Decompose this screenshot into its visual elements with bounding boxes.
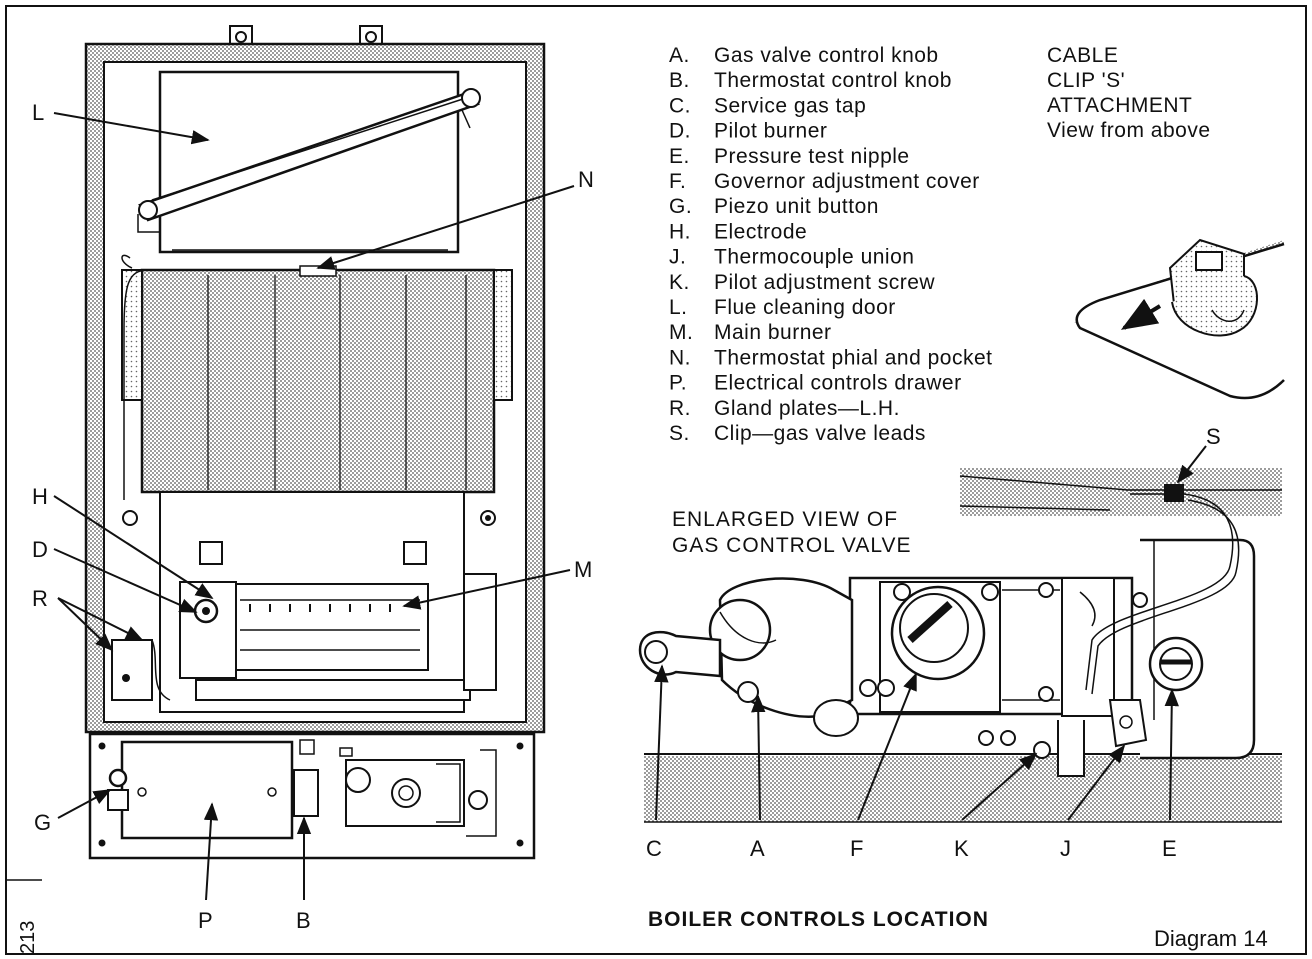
cable-clip-illustration (1046, 214, 1285, 412)
legend-key: C. (669, 94, 691, 117)
diagram-number: Diagram 14 (1154, 926, 1268, 951)
pressure-test-nipple (1148, 636, 1204, 692)
legend-item-text: Thermostat control knob (714, 69, 952, 92)
legend-item-text: Main burner (714, 321, 832, 344)
thermostat-knob (293, 739, 319, 817)
piezo-unit (107, 768, 129, 811)
legend-item-text: Pilot burner (714, 120, 827, 143)
legend-key: G. (669, 195, 692, 218)
legend-key: M. (669, 321, 693, 344)
label-d: D (32, 537, 48, 562)
boiler-illustration (53, 25, 575, 901)
legend-item-text: Electrode (714, 220, 807, 243)
clip-s (1164, 484, 1184, 502)
label-r: R (32, 586, 48, 611)
legend-key: L. (669, 296, 688, 319)
mounting-lug-left (229, 25, 253, 45)
label-f: F (850, 836, 863, 861)
label-m: M (574, 557, 592, 582)
legend-key: S. (669, 422, 690, 445)
legend-key: K. (669, 271, 690, 294)
electrical-controls-drawer (120, 740, 294, 840)
clip-s-icon (1168, 238, 1258, 337)
legend-key: N. (669, 346, 691, 369)
label-l: L (32, 100, 44, 125)
legend-key: R. (669, 397, 691, 420)
legend-item-text: Service gas tap (714, 94, 866, 117)
label-h: H (32, 484, 48, 509)
legend-key: F. (669, 170, 686, 193)
cable-clip-title-1: CABLE (1047, 44, 1118, 67)
legend-item-text: Gas valve control knob (714, 44, 939, 67)
governor-cover (890, 585, 986, 681)
flue-cleaning-door (137, 88, 481, 233)
legend-key: B. (669, 69, 690, 92)
legend-item-text: Piezo unit button (714, 195, 879, 218)
outer-frame (5, 5, 1307, 955)
cable-clip-caption: View from above (1047, 119, 1211, 142)
cable-clip-title-3: ATTACHMENT (1047, 94, 1192, 117)
label-e: E (1162, 836, 1177, 861)
label-j: J (1060, 836, 1071, 861)
label-c: C (646, 836, 662, 861)
legend-item-text: Pressure test nipple (714, 145, 910, 168)
mounting-lug-right (359, 25, 383, 45)
label-p: P (198, 908, 213, 933)
legend-item-text: Flue cleaning door (714, 296, 896, 319)
side-number: 213 (17, 921, 39, 954)
diagram-title: BOILER CONTROLS LOCATION (648, 908, 989, 931)
enlarged-view-title-1: ENLARGED VIEW OF (672, 508, 898, 531)
gas-valve-small (339, 747, 497, 837)
legend-key: A. (669, 44, 690, 67)
label-n: N (578, 167, 594, 192)
label-s: S (1206, 424, 1221, 449)
legend-item-text: Electrical controls drawer (714, 372, 962, 395)
gas-control-valve-illustration (638, 445, 1282, 823)
legend-key: D. (669, 120, 691, 143)
label-a: A (750, 836, 765, 861)
label-g: G (34, 810, 51, 835)
legend-item-text: Pilot adjustment screw (714, 271, 935, 294)
legend-key: P. (669, 372, 687, 395)
cable-clip-title-2: CLIP 'S' (1047, 69, 1125, 92)
label-k: K (954, 836, 969, 861)
legend-key: E. (669, 145, 690, 168)
service-gas-tap (638, 630, 722, 678)
enlarged-view-title-2: GAS CONTROL VALVE (672, 534, 912, 557)
legend-key: J. (669, 246, 686, 269)
gas-valve-knob (708, 577, 859, 737)
legend-key: H. (669, 220, 691, 243)
thermocouple-union (1108, 699, 1148, 748)
legend-item-text: Thermostat phial and pocket (714, 346, 992, 369)
heat-exchanger (140, 268, 496, 494)
legend-item-text: Governor adjustment cover (714, 170, 980, 193)
main-burner (195, 573, 497, 701)
legend-item-text: Clip—gas valve leads (714, 422, 926, 445)
label-b: B (296, 908, 311, 933)
legend-item-text: Thermocouple union (714, 246, 914, 269)
legend-item-text: Gland plates—L.H. (714, 397, 900, 420)
